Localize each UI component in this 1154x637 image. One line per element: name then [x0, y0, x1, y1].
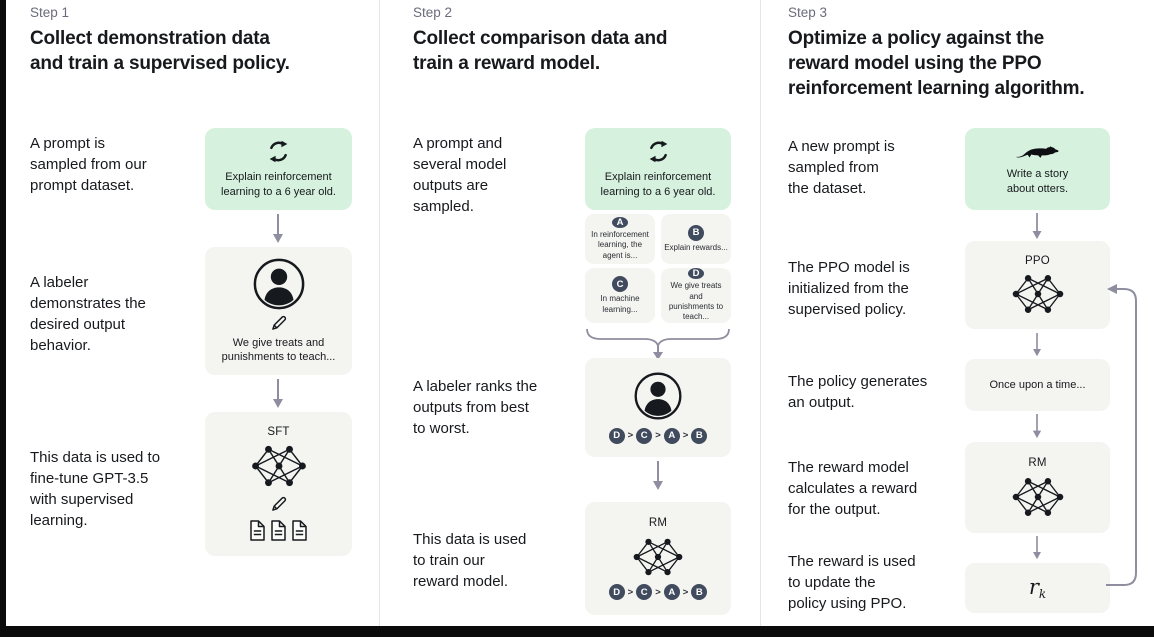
pencil-icon — [271, 496, 286, 511]
step-3-title: Optimize a policy against the reward mod… — [788, 28, 1085, 100]
prompt-text: Explain reinforcement learning to a 6 ye… — [221, 170, 336, 198]
document-icon — [271, 520, 286, 542]
person-icon — [253, 258, 304, 310]
neural-network-icon — [250, 445, 307, 488]
brace-arrow-icon — [586, 328, 730, 360]
step-1-annotation-labeler: A labeler demonstrates the desired outpu… — [30, 274, 146, 354]
step-2-annotation-train-rm: This data is used to train our reward mo… — [413, 531, 527, 590]
prompt-text: Explain reinforcement learning to a 6 ye… — [600, 170, 716, 198]
arrow-down-icon — [272, 214, 284, 244]
arrow-down-icon — [1032, 333, 1042, 357]
cycle-icon — [268, 139, 289, 164]
step-1-labeler-box: We give treats and punishments to teach.… — [205, 247, 352, 375]
step-3-annotation-reward-calc: The reward model calculates a reward for… — [788, 459, 918, 518]
step-3-reward-box: rk — [965, 563, 1110, 613]
documents-icon — [248, 519, 309, 542]
step-1-annotation-finetune: This data is used to fine-tune GPT-3.5 w… — [30, 449, 161, 529]
otter-icon — [1015, 146, 1058, 159]
ppo-label: PPO — [1025, 254, 1050, 267]
bottom-edge-bar — [0, 626, 1154, 637]
option-badge: C — [612, 276, 628, 293]
arrow-down-icon — [272, 379, 284, 409]
document-icon — [250, 520, 265, 542]
labeler-demo-text: We give treats and punishments to teach.… — [221, 336, 336, 364]
output-option-a: A In reinforcement learning, the agent i… — [585, 214, 655, 264]
step-2-rm-box: RM D > C > A > B — [585, 502, 731, 615]
step-2-labeler-box: D > C > A > B — [585, 358, 731, 457]
column-divider — [760, 0, 761, 626]
left-edge-bar — [0, 0, 6, 637]
prompt-text: Write a story about otters. — [1006, 168, 1069, 195]
column-divider — [379, 0, 380, 626]
step-3-prompt-box: Write a story about otters. — [965, 128, 1110, 210]
person-icon — [634, 372, 682, 420]
reward-symbol: rk — [1028, 574, 1047, 602]
step-2-prompt-box: Explain reinforcement learning to a 6 ye… — [585, 128, 731, 210]
step-1-title: Collect demonstration data and train a s… — [30, 28, 290, 75]
step-1-sft-box: SFT — [205, 412, 352, 556]
arrow-down-icon — [1031, 213, 1043, 240]
step-2-annotation-ranks: A labeler ranks the outputs from best to… — [413, 378, 538, 437]
neural-network-icon — [632, 537, 684, 576]
step-2-annotation-sampled: A prompt and several model outputs are s… — [413, 135, 507, 215]
cycle-icon — [647, 139, 669, 164]
pencil-icon — [271, 316, 286, 331]
option-badge: A — [612, 216, 628, 228]
step-3-label: Step 3 — [788, 5, 828, 20]
step-2-label: Step 2 — [413, 5, 453, 20]
neural-network-icon — [1011, 477, 1064, 517]
step-1-prompt-box: Explain reinforcement learning to a 6 ye… — [205, 128, 352, 210]
step-3-rm-box: RM — [965, 442, 1110, 533]
rm-label: RM — [1028, 456, 1047, 469]
output-option-c: C In machine learning... — [585, 268, 655, 323]
option-badge: B — [688, 224, 704, 241]
option-badge: D — [688, 268, 704, 280]
step-2-title: Collect comparison data and train a rewa… — [413, 28, 668, 75]
step-1-label: Step 1 — [30, 5, 70, 20]
output-option-b: B Explain rewards... — [661, 214, 731, 264]
sft-label: SFT — [267, 425, 290, 438]
model-outputs-grid: A In reinforcement learning, the agent i… — [585, 214, 731, 323]
neural-network-icon — [1011, 274, 1064, 314]
step-3-annotation-ppo-init: The PPO model is initialized from the su… — [788, 259, 910, 318]
arrow-down-icon — [652, 461, 664, 491]
output-option-d: D We give treats and punishments to teac… — [661, 268, 731, 323]
arrow-down-icon — [1032, 414, 1042, 439]
rm-label: RM — [648, 516, 668, 529]
feedback-loop-icon — [1106, 284, 1137, 586]
document-icon — [292, 520, 307, 542]
ranking: D > C > A > B — [608, 584, 708, 601]
step-3-ppo-box: PPO — [965, 241, 1110, 329]
ranking: D > C > A > B — [608, 427, 708, 444]
step-1-annotation-prompt: A prompt is sampled from our prompt data… — [30, 135, 147, 194]
step-3-annotation-update: The reward is used to update the policy … — [788, 553, 916, 612]
step-3-output-box: Once upon a time... — [965, 359, 1110, 411]
step-3-annotation-output: The policy generates an output. — [788, 373, 928, 411]
arrow-down-icon — [1032, 536, 1042, 560]
step-3-annotation-new-prompt: A new prompt is sampled from the dataset… — [788, 138, 895, 197]
generated-output-text: Once upon a time... — [989, 378, 1086, 391]
